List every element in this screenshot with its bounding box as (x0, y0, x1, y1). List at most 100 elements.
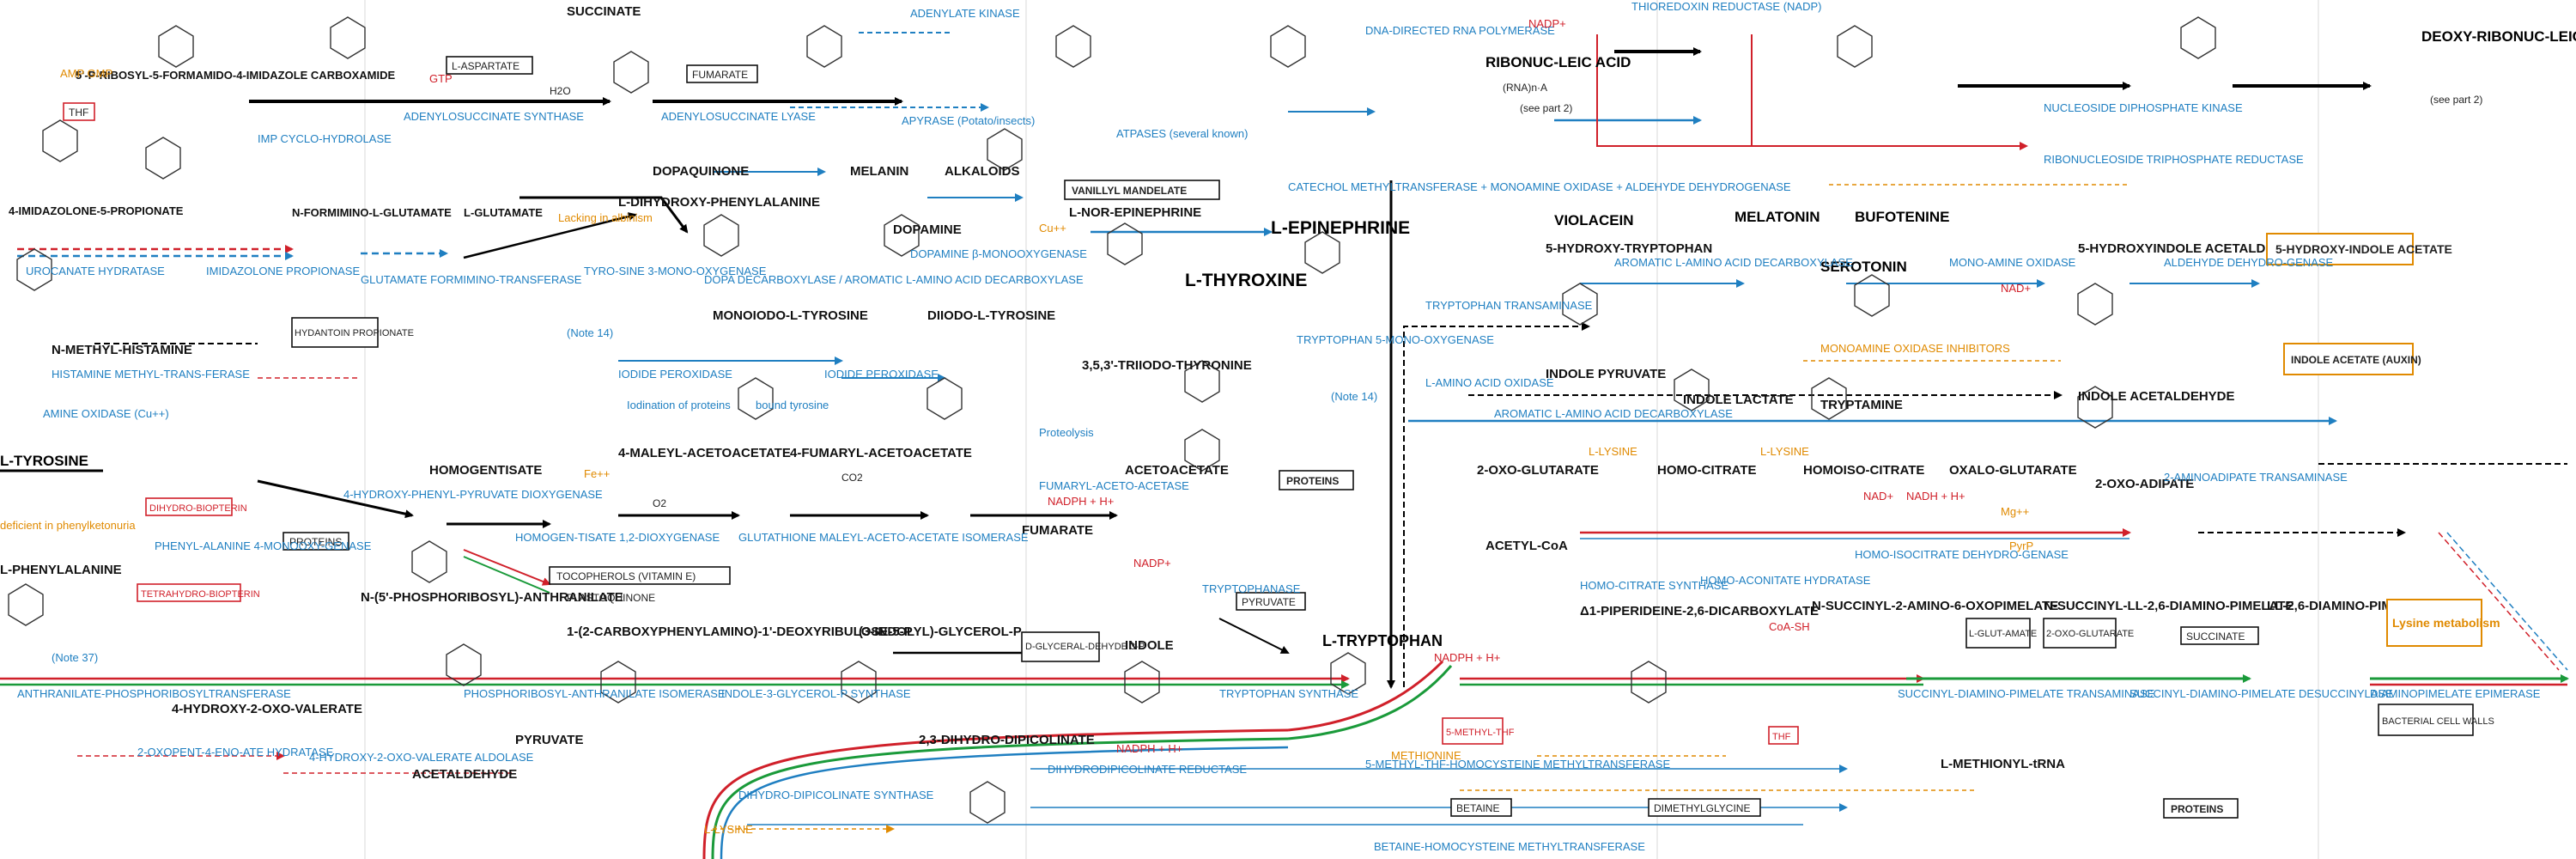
note-lacking: Lacking in albinism (558, 211, 653, 224)
cofactor-nadp-1: NADP+ (1133, 557, 1171, 570)
compound-oxoadipate: 2-OXO-ADIPATE (2095, 477, 2194, 491)
note-deficient: deficient in phenylketonuria (0, 519, 136, 532)
enzyme-tryptophan-synthase: TRYPTOPHAN SYNTHASE (1219, 687, 1358, 700)
enzyme-aminoadipate-transaminase: 2-AMINOADIPATE TRANSAMINASE (2164, 471, 2348, 484)
svg-text:D-GLYCERAL-DEHYDE 3-P: D-GLYCERAL-DEHYDE 3-P (1025, 642, 1145, 652)
cofactor-amp-gmp: AMP GMP (60, 67, 112, 80)
cofactor-nadph-1: NADPH + H+ (1048, 495, 1114, 508)
compound-methylhistamine: N-METHYL-HISTAMINE (52, 343, 192, 357)
note-14-a: (Note 14) (567, 326, 613, 339)
compound-piperideine: Δ1-PIPERIDEINE-2,6-DICARBOXYLATE (1580, 604, 1819, 618)
cofactor-lysine-3: L-LYSINE (704, 823, 753, 836)
cofactor-gtp: GTP (429, 72, 453, 85)
notes: (see part 2) (see part 2) (RNA)n·A (Note… (0, 0, 2482, 664)
note-rna: (RNA)n·A (1503, 82, 1547, 94)
box-bacterial: BACTERIAL CELL WALLS (2378, 704, 2494, 736)
enzyme-ribonucleoside-reductase: RIBONUCLEOSIDE TRIPHOSPHATE REDUCTASE (2044, 153, 2304, 166)
svg-text:TETRAHYDRO-BIOPTERIN: TETRAHYDRO-BIOPTERIN (141, 589, 260, 600)
enzyme-phenylalanine-monooxygenase: PHENYL-ALANINE 4-MONOOXY-GENASE (155, 539, 372, 552)
box-oxoglutarate: 2-OXO-GLUTARATE (2043, 618, 2134, 649)
enzyme-succinyl-transaminase: SUCCINYL-DIAMINO-PIMELATE TRANSAMINASE (1898, 687, 2155, 700)
box-thf: THF (63, 102, 95, 121)
compound-dopaquinone: DOPAQUINONE (653, 164, 749, 179)
note-14-b: (Note 14) (1331, 390, 1377, 403)
compound-hydroxytryptophan: 5-HYDROXY-TRYPTOPHAN (1546, 241, 1712, 256)
enzyme-methyl-thf: 5-METHYL-THF-HOMOCYSTEINE METHYLTRANSFER… (1365, 758, 1670, 771)
label-plastoquinone: PLASTOQUINONE (567, 592, 655, 604)
enzyme-rna-polymerase: DNA-DIRECTED RNA POLYMERASE (1365, 24, 1555, 37)
enzyme-homoaconitate-hydratase: HOMO-ACONITATE HYDRATASE (1700, 574, 1871, 587)
cofactor-nad: NAD+ (1863, 490, 1893, 503)
compound-melatonin: MELATONIN (1735, 209, 1820, 225)
enzyme-homoisocitrate-dehydrogenase: HOMO-ISOCITRATE DEHYDRO-GENASE (1855, 548, 2069, 561)
compound-ribonucleic: RIBONUC-LEIC ACID (1485, 54, 1631, 70)
svg-text:PROTEINS: PROTEINS (289, 536, 342, 548)
compound-phosphoribosylanthranilate: N-(5'-PHOSPHORIBOSYL)-ANTHRANILATE (361, 590, 623, 605)
enzyme-glutathione-maleyl: GLUTATHIONE MALEYL-ACETO-ACETATE ISOMERA… (738, 531, 1029, 544)
enzyme-succinyl-desuccinylase: SUCCINYL-DIAMINO-PIMELATE DESUCCINYLASE (2129, 687, 2393, 700)
svg-text:BACTERIAL CELL WALLS: BACTERIAL CELL WALLS (2382, 716, 2494, 727)
box-glyceraldehyde: D-GLYCERAL-DEHYDE 3-P (1021, 631, 1145, 662)
box-pyruvate: PYRUVATE (1236, 592, 1306, 611)
box-proteins2: PROTEINS (1279, 470, 1354, 490)
compound-violacein: VIOLACEIN (1554, 212, 1634, 228)
box-indoleacetate: 5-HYDROXY-INDOLE ACETATE (2266, 233, 2452, 265)
enzyme-dopamine-monooxygenase: DOPAMINE β-MONOOXYGENASE (910, 247, 1087, 260)
cofactor-h2o: H2O (550, 85, 571, 97)
svg-text:2-OXO-GLUTARATE: 2-OXO-GLUTARATE (2046, 629, 2134, 639)
box-tetrahydrobiopterin: TETRAHYDRO-BIOPTERIN (137, 583, 260, 602)
svg-text:L-ASPARTATE: L-ASPARTATE (452, 60, 519, 72)
svg-text:PROTEINS: PROTEINS (2171, 803, 2223, 815)
cofactor-nadp-2: NADP+ (1528, 17, 1566, 30)
box-hydantoin: HYDANTOIN PROPIONATE (291, 317, 414, 348)
compound-tryptophan: L-TRYPTOPHAN (1322, 632, 1443, 649)
enzyme-iodide-peroxidase-2: IODIDE PEROXIDASE (824, 368, 939, 381)
box-aspartate: L-ASPARTATE (446, 56, 533, 75)
compound-tryptamine: TRYPTAMINE (1820, 398, 1903, 412)
compound-dihydrodipicolinate: 2,3-DIHYDRO-DIPICOLINATE (919, 733, 1095, 747)
enzyme-fumarylacetoacetase: FUMARYL-ACETO-ACETASE (1039, 479, 1189, 492)
enzyme-aromatic-decarboxylase: AROMATIC L-AMINO ACID DECARBOXYLASE (1614, 256, 1853, 269)
cofactor-nadph-2: NADPH + H+ (1434, 651, 1500, 664)
cofactor-fe: Fe++ (584, 467, 610, 480)
compound-indolepyruvate: INDOLE PYRUVATE (1546, 367, 1666, 381)
compound-hydroxyindoleacetaldehyde: 5-HYDROXYINDOLE ACETALDEHYDE (2078, 241, 2310, 256)
enzyme-amino-acid-oxidase: L-AMINO ACID OXIDASE (1425, 376, 1554, 389)
compound-succinyloxopimelate: N-SUCCINYL-2-AMINO-6-OXOPIMELATE (1812, 599, 2058, 613)
note-37: (Note 37) (52, 651, 98, 664)
enzyme-indole-synthase: INDOLE-3-GLYCEROL-P SYNTHASE (721, 687, 911, 700)
compound-dopamine: DOPAMINE (893, 222, 962, 237)
enzyme-hydroxyphenylpyruvate: 4-HYDROXY-PHENYL-PYRUVATE DIOXYGENASE (343, 488, 603, 501)
cofactor-methionine: METHIONINE (1391, 749, 1461, 762)
note-atpases: ATPASES (several known) (1116, 127, 1248, 140)
compound-ribosyl: 5'-P-RIBOSYL-5-FORMAMIDO-4-IMIDAZOLE CAR… (76, 69, 395, 82)
box-vanillyl: VANILLYL MANDELATE (1064, 180, 1220, 200)
enzyme-histamine-methyl: HISTAMINE METHYL-TRANS-FERASE (52, 368, 250, 381)
box-betaine: BETAINE (1450, 798, 1512, 817)
compound-homoisocitrate: HOMOISO-CITRATE (1803, 463, 1924, 478)
compound-monoiodotyrosine: MONOIODO-L-TYROSINE (713, 308, 868, 323)
enzyme-diaminopimelate-epimerase: DIAMINOPIMELATE EPIMERASE (2370, 687, 2541, 700)
compound-homogentisate: HOMOGENTISATE (429, 463, 542, 478)
enzyme-aromatic-decarboxylase-2: AROMATIC L-AMINO ACID DECARBOXYLASE (1494, 407, 1733, 420)
cofactor-nad-2: NAD+ (2001, 282, 2031, 295)
compound-tyrosine: L-TYROSINE (0, 453, 88, 469)
svg-text:BETAINE: BETAINE (1456, 802, 1499, 814)
cofactor-nadh: NADH + H+ (1906, 490, 1965, 503)
box-succinate: SUCCINATE (2180, 626, 2259, 645)
enzyme-catechol: CATECHOL METHYLTRANSFERASE + MONOAMINE O… (1288, 180, 1791, 193)
cofactor-lysine-2: L-LYSINE (1760, 445, 1809, 458)
compound-carboxyphenylamino: 1-(2-CARBOXYPHENYLAMINO)-1'-DEOXYRIBULOS… (567, 624, 913, 639)
compound-succinyldiaminopimelate: N-SUCCINYL-LL-2,6-DIAMINO-PIMELATE (2044, 599, 2293, 613)
compound-formiminoglutamate: N-FORMIMINO-L-GLUTAMATE (292, 206, 452, 219)
cofactor-mg: Mg++ (2001, 505, 2029, 518)
cofactor-o2: O2 (653, 497, 666, 509)
enzyme-imp-cyclohydrolase: IMP CYCLO-HYDROLASE (258, 132, 392, 145)
enzyme-aldehyde-dehydrogenase: ALDEHYDE DEHYDRO-GENASE (2164, 256, 2334, 269)
grid-lines (364, 0, 2319, 859)
compound-pyruvate: PYRUVATE (515, 733, 583, 747)
compound-acetaldehyde: ACETALDEHYDE (412, 767, 517, 782)
enzyme-monoamine-oxidase: MONO-AMINE OXIDASE (1949, 256, 2076, 269)
box-methylthf: 5-METHYL-THF (1442, 717, 1515, 745)
compound-succinate: SUCCINATE (567, 4, 641, 19)
